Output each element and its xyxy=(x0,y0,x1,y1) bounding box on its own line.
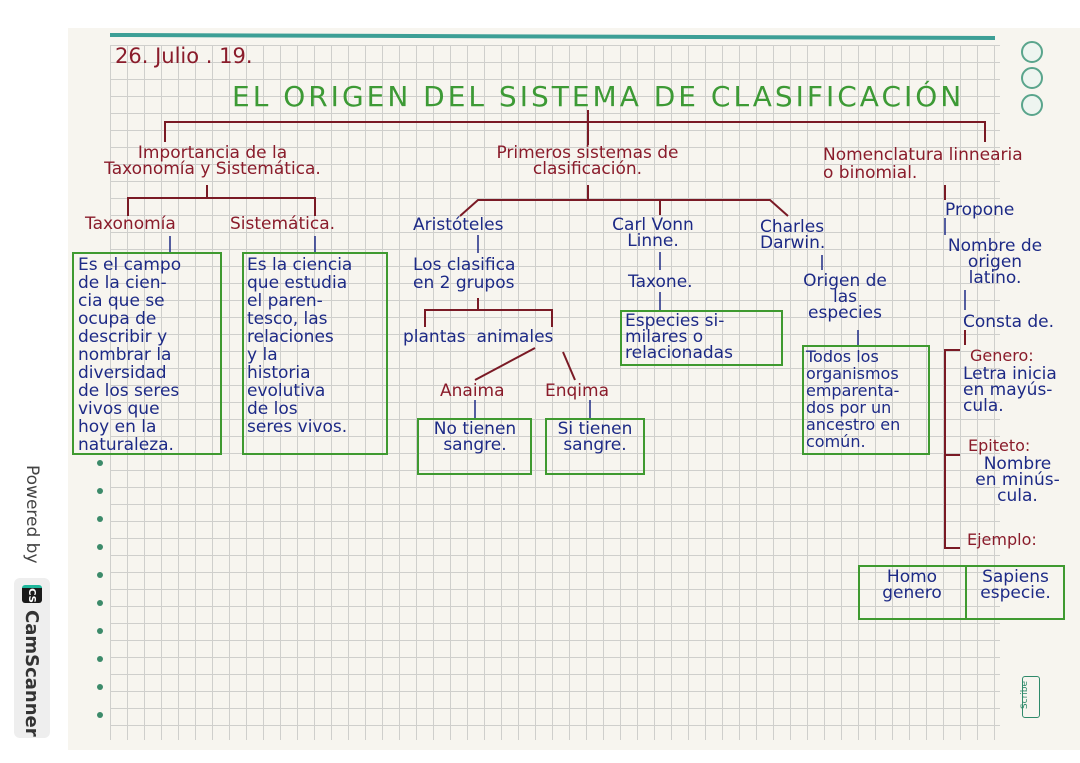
binding-dot xyxy=(97,628,103,634)
binder-ring-icon xyxy=(1021,41,1043,63)
binding-dot xyxy=(97,516,103,522)
darwin-concept: Origen de las especies xyxy=(803,271,887,323)
scribe-logo: Scribe xyxy=(1020,676,1040,718)
consta-text: Consta de. xyxy=(963,314,1055,330)
grupos-connector xyxy=(424,309,553,327)
ejemplo-box xyxy=(858,565,1065,620)
taxonomia-label: Taxonomía xyxy=(85,214,176,234)
scribe-logo-text: Scribe xyxy=(1020,680,1031,710)
binding-dot xyxy=(97,544,103,550)
date: 26. Julio . 19. xyxy=(115,44,253,68)
primeros-connector xyxy=(459,199,789,217)
camscanner-name: CamScanner xyxy=(21,610,42,737)
anaima-label: Anaima xyxy=(440,381,505,401)
linne-box xyxy=(620,310,783,366)
grid-paper xyxy=(110,45,1000,740)
anaima-text: No tienen sangre. xyxy=(433,419,517,455)
camscanner-badge: CS CamScanner xyxy=(14,578,50,738)
sistematica-label: Sistemática. xyxy=(230,214,336,234)
genero-label: Genero: xyxy=(970,346,1034,365)
darwin-box xyxy=(802,345,930,455)
genus-text: Homo genero xyxy=(882,567,942,603)
darwin-text: Todos los organismos emparenta- dos por … xyxy=(806,347,901,451)
linne-label: Carl Vonn Linne. xyxy=(612,215,694,251)
binding-dot xyxy=(97,656,103,662)
binder-ring-icon xyxy=(1021,94,1043,116)
epiteto-label: Epiteto: xyxy=(968,436,1031,455)
grupos-text: plantas animales xyxy=(403,327,554,347)
camscanner-logo-icon: CS xyxy=(22,585,42,603)
powered-by-text: Powered by xyxy=(22,465,42,564)
binding-dot xyxy=(97,600,103,606)
primeros-heading: Primeros sistemas de clasificación. xyxy=(496,143,679,179)
main-connector xyxy=(164,121,986,142)
binding-dot xyxy=(97,488,103,494)
enaima-label: Enqima xyxy=(545,381,610,401)
tax-sis-connector xyxy=(127,197,316,216)
linne-text: Especies si- milares o relacionadas xyxy=(625,311,733,363)
enaima-box xyxy=(545,418,645,475)
binding-dot xyxy=(97,712,103,718)
binding-dot xyxy=(97,572,103,578)
sistematica-definition: Es la ciencia que estudia el paren- tesc… xyxy=(247,255,353,437)
darwin-label: Charles Darwin. xyxy=(760,217,826,253)
ejemplo-divider xyxy=(965,565,967,620)
taxonomia-definition: Es el campo de la cien- cia que se ocupa… xyxy=(78,255,182,455)
genero-text: Letra inicia en mayús- cula. xyxy=(963,366,1057,414)
consta-bracket xyxy=(944,349,960,549)
ejemplo-label: Ejemplo: xyxy=(967,530,1037,549)
nomenclatura-text: Nomenclatura linnearia o binomial. xyxy=(823,146,1023,182)
linne-concept: Taxone. xyxy=(628,272,693,292)
species-text: Sapiens especie. xyxy=(980,567,1051,603)
binding-dot xyxy=(97,684,103,690)
binding-dot xyxy=(97,460,103,466)
binder-ring-icon xyxy=(1021,67,1043,89)
nomenclatura-heading: Nomenclatura linnearia o binomial. xyxy=(823,146,1080,182)
importancia-heading: Importancia de la Taxonomía y Sistemátic… xyxy=(104,143,321,179)
page-title: EL ORIGEN DEL SISTEMA DE CLASIFICACIÓN xyxy=(232,80,965,113)
enaima-text: Si tienen sangre. xyxy=(557,419,633,455)
aristoteles-text: Los clasifica en 2 grupos xyxy=(413,255,516,293)
taxonomia-box xyxy=(72,252,222,455)
epiteto-text: Nombre en minús- cula. xyxy=(975,454,1060,506)
nombre-latino-text: Nombre de origen latino. xyxy=(947,236,1043,288)
propone-text: Propone xyxy=(945,200,1015,220)
sistematica-box xyxy=(242,252,388,455)
aristoteles-label: Aristóteles xyxy=(413,215,504,235)
anaima-box xyxy=(417,418,532,475)
top-rule xyxy=(109,33,996,40)
